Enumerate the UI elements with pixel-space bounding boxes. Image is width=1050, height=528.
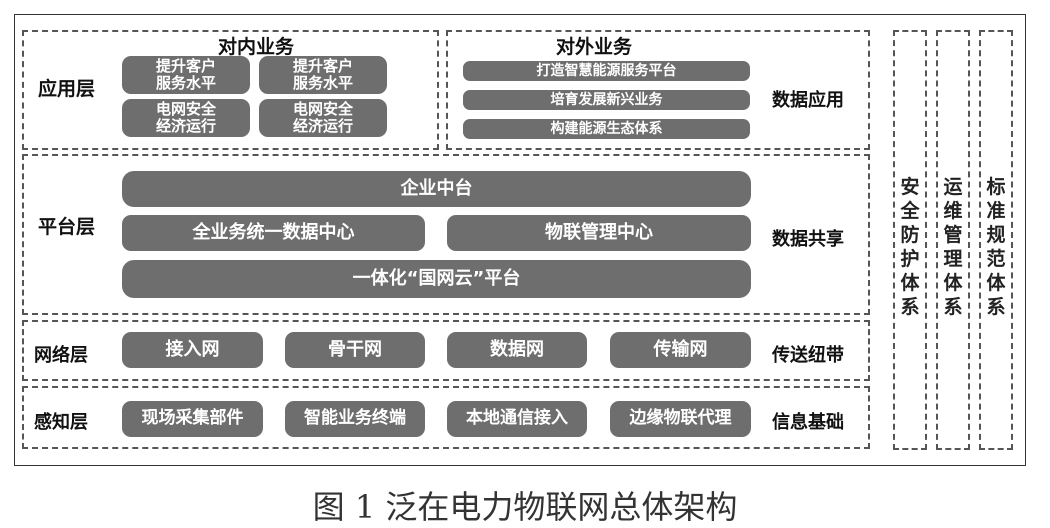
network-item-backbone: 骨干网 (285, 332, 425, 368)
network-item-transmission: 传输网 (610, 332, 751, 368)
internal-item-1: 提升客户服务水平 (122, 56, 250, 94)
state-grid-cloud-platform: 一体化“国网云”平台 (122, 260, 751, 298)
application-side-label: 数据应用 (772, 90, 844, 111)
standard-system-box (979, 30, 1013, 450)
operation-system-box (936, 30, 970, 450)
perception-side-label: 信息基础 (772, 412, 844, 433)
architecture-frame (14, 14, 1026, 466)
platform-side-label: 数据共享 (772, 229, 844, 250)
network-side-label: 传送纽带 (772, 345, 844, 366)
internal-item-4: 电网安全经济运行 (259, 99, 387, 137)
operation-system-label: 运维管理体系 (943, 176, 963, 318)
network-item-data: 数据网 (447, 332, 587, 368)
perception-layer-box (22, 386, 870, 449)
perception-item-smart-terminal: 智能业务终端 (285, 401, 425, 437)
perception-item-field-collection: 现场采集部件 (122, 401, 263, 437)
perception-layer-label: 感知层 (34, 412, 88, 433)
application-layer-external-box (446, 30, 870, 150)
standard-system-label: 标准规范体系 (986, 176, 1006, 318)
figure-caption: 图 1 泛在电力物联网总体架构 (312, 488, 738, 526)
perception-item-edge-agent: 边缘物联代理 (610, 401, 751, 437)
network-layer-box (22, 320, 870, 381)
security-system-box (893, 30, 927, 450)
security-system-label: 安全防护体系 (900, 176, 920, 318)
network-item-access: 接入网 (122, 332, 263, 368)
platform-layer-label: 平台层 (38, 216, 96, 238)
enterprise-middle-platform: 企业中台 (122, 171, 751, 207)
internal-item-2: 提升客户服务水平 (259, 56, 387, 94)
iot-management-center: 物联管理中心 (447, 215, 751, 251)
external-item-1: 打造智慧能源服务平台 (463, 61, 750, 81)
application-layer-internal-box (22, 30, 439, 150)
platform-layer-box (22, 154, 870, 315)
unified-data-center: 全业务统一数据中心 (122, 215, 425, 251)
external-business-title: 对外业务 (556, 36, 633, 58)
external-item-2: 培育发展新兴业务 (463, 90, 750, 110)
internal-business-title: 对内业务 (218, 36, 295, 58)
internal-item-3: 电网安全经济运行 (122, 99, 250, 137)
external-item-3: 构建能源生态体系 (463, 119, 750, 139)
network-layer-label: 网络层 (34, 345, 88, 366)
application-layer-label: 应用层 (38, 78, 96, 100)
perception-item-local-comm: 本地通信接入 (447, 401, 587, 437)
